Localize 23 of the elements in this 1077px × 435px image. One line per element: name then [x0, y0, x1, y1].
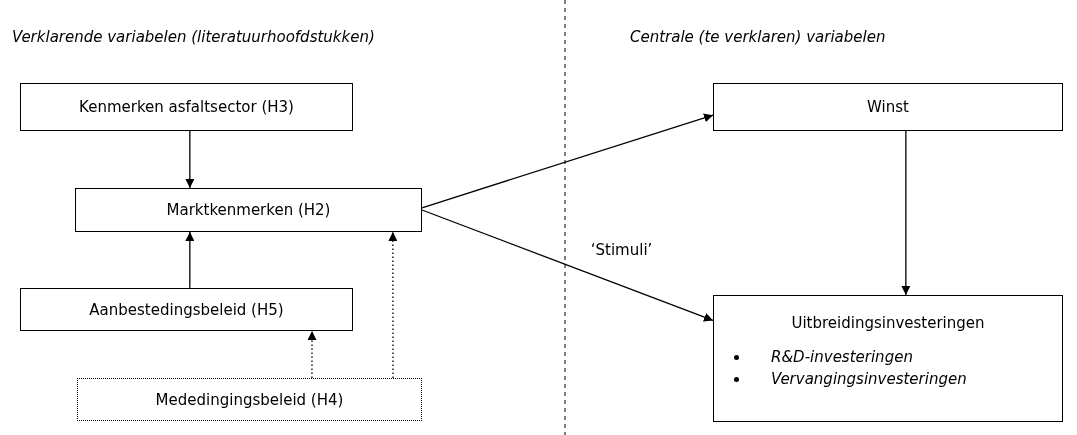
box-label: Winst — [867, 98, 909, 116]
arrow — [185, 231, 195, 289]
box-label: Mededingingsbeleid (H4) — [155, 390, 344, 409]
box-label: Aanbestedingsbeleid (H5) — [89, 300, 284, 319]
process-box — [20, 83, 353, 131]
box-label: Marktkenmerken (H2) — [166, 201, 331, 219]
column-heading: Centrale (te verklaren) variabelen — [630, 28, 886, 46]
arrow — [307, 330, 317, 379]
arrow — [185, 130, 195, 189]
arrow — [901, 130, 911, 296]
column-heading: Verklarende variabelen (literatuurhoofdstukken) — [12, 28, 375, 46]
arrow — [421, 113, 714, 209]
arrow — [388, 231, 398, 379]
arrow — [421, 209, 714, 322]
list-box — [713, 295, 1063, 422]
box-label: Kenmerken asfaltsector (H3) — [79, 98, 294, 116]
bullet-item: R&D-investeringen — [771, 347, 913, 368]
bullet-item: Vervangingsinvesteringen — [771, 369, 967, 390]
box-label: Uitbreidingsinvesteringen — [791, 314, 985, 332]
process-box — [75, 188, 422, 232]
process-box — [20, 288, 353, 331]
process-box — [77, 378, 422, 421]
process-box — [713, 83, 1063, 131]
